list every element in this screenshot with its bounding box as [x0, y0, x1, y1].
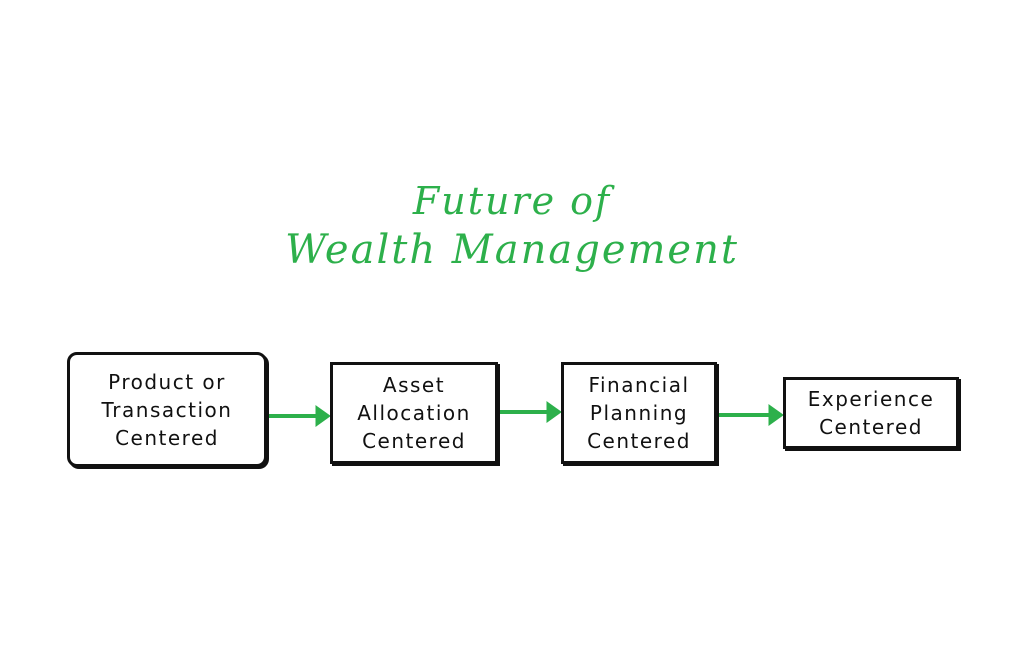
- diagram-title-line-1: Future of: [412, 179, 612, 223]
- stage-2-line-1: Asset: [382, 373, 446, 397]
- stage-box-experience-centered: Experience Centered: [783, 377, 959, 449]
- arrowhead-3-to-4: [768, 404, 784, 426]
- stage-box-financial-planning-centered: Financial Planning Centered: [561, 362, 717, 464]
- arrowhead-1-to-2: [315, 405, 331, 427]
- stage-box-asset-allocation-centered: Asset Allocation Centered: [330, 362, 498, 464]
- stage-4-line-2: Centered: [819, 415, 923, 439]
- stage-1-line-1: Product or: [108, 369, 226, 394]
- stage-3-line-1: Financial: [588, 373, 690, 397]
- stage-4-line-1: Experience: [807, 387, 935, 411]
- stage-1-line-3: Centered: [115, 425, 219, 450]
- stage-2-line-2: Allocation: [357, 401, 471, 425]
- arrowhead-2-to-3: [546, 401, 562, 423]
- stage-3-line-2: Planning: [589, 401, 689, 425]
- stage-2-line-3: Centered: [362, 429, 466, 453]
- diagram-title-line-2: Wealth Management: [285, 227, 739, 273]
- stage-1-line-2: Transaction: [101, 397, 233, 422]
- stage-3-line-3: Centered: [587, 429, 691, 453]
- stage-box-product-or-transaction-centered: Product or Transaction Centered: [67, 352, 267, 467]
